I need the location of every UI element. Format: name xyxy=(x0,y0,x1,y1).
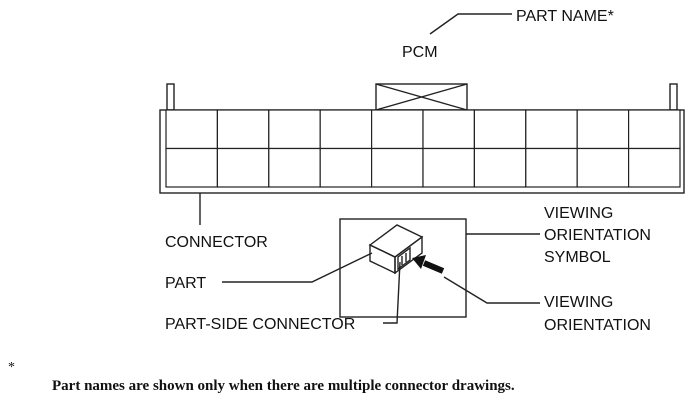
terminal-cell xyxy=(525,109,578,150)
symbol-frame xyxy=(339,218,467,318)
part-top-face xyxy=(368,224,424,258)
part-left-face xyxy=(369,243,396,275)
terminal-cell xyxy=(473,109,527,150)
terminal-cell xyxy=(319,147,373,188)
viewing-arrow-head xyxy=(412,255,426,269)
part-name-label: PART NAME* xyxy=(516,8,614,25)
terminal-cell xyxy=(422,109,476,150)
part-side-connector-shape xyxy=(397,246,411,271)
pcm-label: PCM xyxy=(402,44,438,61)
terminal-cell xyxy=(473,147,527,188)
viewing-orientation-symbol-label: VIEWING ORIENTATION SYMBOL xyxy=(544,205,655,266)
terminal-cell xyxy=(165,147,219,188)
left-guide-post xyxy=(166,83,175,111)
terminal-cell xyxy=(268,109,321,150)
connector-label: CONNECTOR xyxy=(165,234,268,251)
part-side-connector-label: PART-SIDE CONNECTOR xyxy=(165,316,355,333)
part-label: PART xyxy=(165,275,206,292)
terminal-cell xyxy=(525,147,578,188)
part-name-leader xyxy=(429,13,512,35)
footnote-mark: * xyxy=(8,360,15,375)
terminal-cell xyxy=(627,147,681,188)
viewing-orientation-label: VIEWING ORIENTATION xyxy=(544,294,651,334)
viewing-orientation-leader xyxy=(443,276,540,304)
terminal-cell xyxy=(216,109,270,150)
part-side-connector-leader xyxy=(383,261,401,324)
terminal-cell xyxy=(576,147,630,188)
viewing-arrow-shaft xyxy=(422,260,445,274)
part-icon xyxy=(368,224,424,275)
terminal-cell xyxy=(371,147,424,188)
terminal-cell xyxy=(576,109,630,150)
terminal-cell xyxy=(627,109,681,150)
terminal-cell xyxy=(422,147,476,188)
viewing-orientation-symbol xyxy=(339,218,467,318)
terminal-cell xyxy=(268,147,321,188)
part-right-face xyxy=(394,235,423,275)
part-leader xyxy=(222,252,373,283)
terminal-grid xyxy=(165,109,681,188)
right-guide-post xyxy=(669,83,678,111)
terminal-cell xyxy=(216,147,270,188)
connector-drawing xyxy=(159,83,685,194)
terminal-cell xyxy=(165,109,219,150)
terminal-cell xyxy=(319,109,373,150)
terminal-cell xyxy=(371,109,424,150)
lock-tab-cross-b xyxy=(375,83,468,111)
footnote-text: Part names are shown only when there are… xyxy=(52,378,515,394)
